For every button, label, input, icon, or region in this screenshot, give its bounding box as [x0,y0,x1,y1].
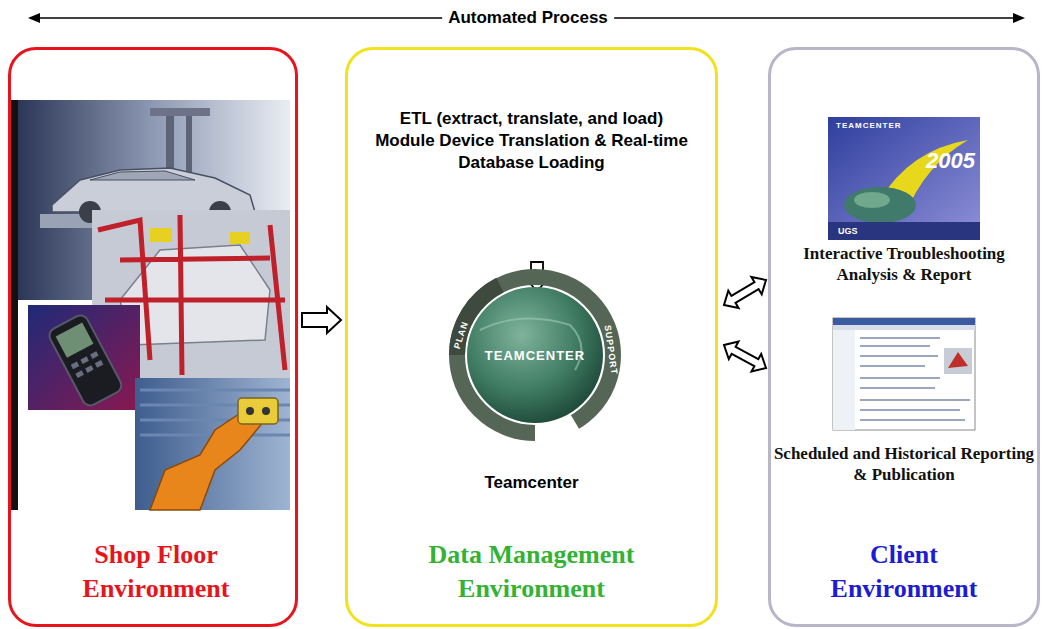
teamcenter-splash [828,117,980,240]
client-tool: Scheduled and Historical Reporting & Pub… [771,315,1037,490]
logo-text: TEAMCENTER [836,121,902,130]
block-arrow [724,342,766,372]
environment-title: Shop Floor Environment [46,538,266,606]
arrow-head [28,13,40,23]
block-arrow [302,307,341,333]
version-number: 2005 [926,148,975,174]
client-tool: Interactive Troubleshooting Analysis & R… [771,107,1037,290]
environment-box: ETL (extract, translate, and load) Modul… [345,47,718,627]
block-arrow [724,277,766,308]
shop-floor-photos [10,100,290,510]
environment-title: Client Environment [801,538,1007,606]
report-screenshot [833,318,975,430]
tool-caption: Interactive Troubleshooting Analysis & R… [773,243,1035,286]
company-logo: UGS [838,226,858,236]
arrow-head [1013,13,1025,23]
teamcenter-globe [457,277,613,433]
module-description: ETL (extract, translate, and load) Modul… [368,108,695,174]
environment-box: Shop Floor Environment [8,47,298,627]
system-name: Teamcenter [408,472,655,494]
process-label: Automated Process [442,8,614,28]
logo-text: TEAMCENTER [485,348,585,363]
environment-box: Client Environment Interactive Troublesho… [768,47,1040,627]
tool-caption: Scheduled and Historical Reporting & Pub… [773,443,1035,486]
environment-title: Data Management Environment [388,538,675,606]
